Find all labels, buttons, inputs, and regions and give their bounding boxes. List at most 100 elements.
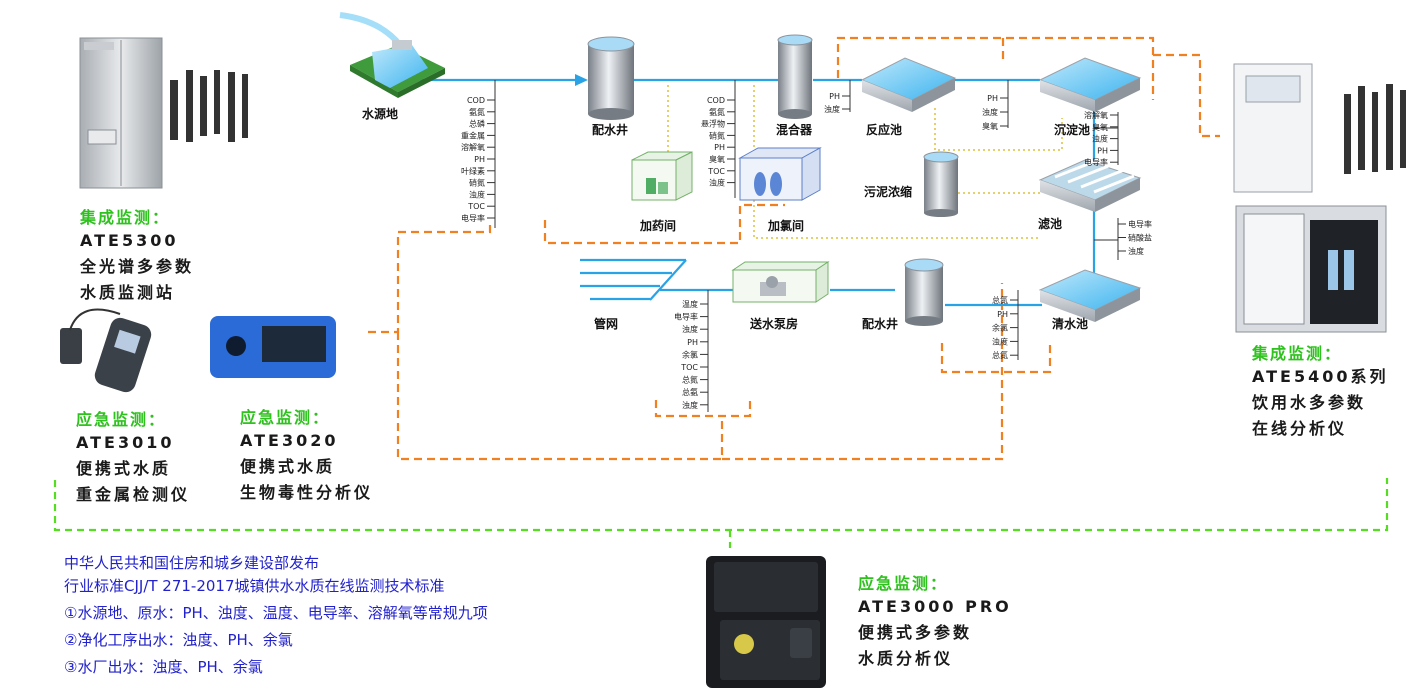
ate3020-model: ATE3020 (240, 431, 339, 450)
param-label-pipe-network: 浊度 (682, 400, 698, 410)
param-label-mixer: 硝氮 (709, 130, 725, 140)
param-label-pipe-network: TOC (680, 363, 698, 372)
ate3000-line-3: 水质分析仪 (858, 649, 954, 668)
param-label-source: 电导率 (461, 213, 485, 223)
ate5300-description: 集成监测： ATE5300 全光谱多参数 水质监测站 (80, 204, 194, 306)
param-label-reaction: 浊度 (824, 104, 840, 114)
ate5400-line-3: 在线分析仪 (1252, 419, 1348, 438)
label-distribution-well-2: 配水井 (862, 316, 898, 331)
param-label-sedimentation-in: 浊度 (982, 107, 998, 117)
param-label-source: 硝氮 (469, 178, 485, 188)
ate3000-description: 应急监测： ATE3000 PRO 便携式多参数 水质分析仪 (858, 570, 1012, 672)
label-distribution-well: 配水井 (592, 122, 628, 137)
ate3000-model: ATE3000 PRO (858, 597, 1012, 616)
param-label-source: 叶绿素 (461, 166, 485, 176)
standard-notes: 中华人民共和国住房和城乡建设部发布 行业标准CJJ/T 271-2017城镇供水… (64, 552, 488, 679)
label-reaction-tank: 反应池 (866, 122, 902, 137)
param-label-pipe-network: 温度 (682, 299, 698, 309)
param-label-pipe-network: 总氨 (682, 387, 698, 397)
label-filter: 滤池 (1038, 216, 1062, 231)
param-label-sedimentation-in: PH (987, 94, 998, 103)
param-label-source: 浊度 (469, 189, 485, 199)
ate5400-line-2: 饮用水多参数 (1252, 393, 1367, 412)
standard-line-1: 中华人民共和国住房和城乡建设部发布 (64, 554, 320, 572)
param-label-sedimentation-out: 溶解氧 (1084, 110, 1108, 120)
param-label-sedimentation-out: 电导率 (1084, 157, 1108, 167)
param-label-source: 溶解氧 (461, 142, 485, 152)
param-label-mixer: 浊度 (709, 178, 725, 188)
distribution-well-2-tank (904, 258, 944, 326)
param-label-source: 氨氮 (469, 107, 485, 117)
standard-line-4: ②净化工序出水：浊度、PH、余氯 (64, 631, 293, 649)
param-label-pipe-network: 电导率 (674, 312, 698, 322)
label-sedimentation: 沉淀池 (1054, 122, 1090, 137)
param-label-clear-water: 余氯 (992, 323, 1008, 333)
param-label-source: 总磷 (469, 119, 485, 129)
param-label-mixer: 悬浮物 (701, 119, 725, 129)
reaction-pool (860, 57, 957, 112)
dosing-room (631, 151, 693, 201)
blue-pipes (420, 78, 1096, 307)
param-label-pipe-network: 浊度 (682, 324, 698, 334)
param-label-reaction: PH (829, 92, 840, 101)
ate3010-description: 应急监测： ATE3010 便携式水质 重金属检测仪 (76, 406, 190, 508)
param-label-mixer: 氨氮 (709, 107, 725, 117)
param-label-source: TOC (467, 202, 485, 211)
ate3020-description: 应急监测： ATE3020 便携式水质 生物毒性分析仪 (240, 404, 373, 506)
sensor-probes-right (1344, 84, 1406, 174)
ate3000-case-image (706, 556, 826, 688)
param-label-source: 重金属 (461, 130, 485, 140)
flow-arrow-icon (575, 74, 588, 86)
label-dosing-room: 加药间 (639, 218, 676, 233)
ate5300-line-3: 水质监测站 (80, 283, 176, 302)
pump-house (731, 261, 830, 303)
water-source-illustration (339, 12, 445, 98)
label-source: 水源地 (362, 106, 398, 121)
param-label-sedimentation-out: 臭氧 (1092, 122, 1108, 132)
ate3020-analyzer-image (210, 316, 336, 378)
param-label-sedimentation-out: 浊度 (1092, 134, 1108, 144)
label-pipe-network: 管网 (594, 316, 618, 331)
param-labels: COD氨氮总磷重金属溶解氧PH叶绿素硝氮浊度TOC电导率COD氨氮悬浮物硝氮PH… (461, 92, 1152, 410)
param-label-mixer: COD (707, 96, 725, 105)
label-clear-water-tank: 清水池 (1052, 316, 1088, 331)
param-label-source: PH (474, 155, 485, 164)
param-label-filter: 浊度 (1128, 246, 1144, 256)
ate3000-line-2: 便携式多参数 (858, 623, 973, 642)
ate3000-title: 应急监测： (858, 574, 949, 593)
ate3020-line-2: 便携式水质 (240, 457, 336, 476)
param-label-sedimentation-in: 臭氧 (982, 121, 998, 131)
param-label-sedimentation-out: PH (1097, 146, 1108, 155)
param-label-pipe-network: PH (687, 338, 698, 347)
ate3010-title: 应急监测： (76, 410, 167, 429)
standard-line-5: ③水厂出水：浊度、PH、余氯 (64, 658, 263, 676)
param-label-filter: 硝酸盐 (1128, 233, 1152, 243)
ate5300-cabinet-image (79, 37, 163, 189)
label-chlorine-room: 加氯间 (767, 218, 804, 233)
ate3010-line-3: 重金属检测仪 (76, 485, 191, 504)
mixer-tank (777, 34, 813, 119)
ate5300-title: 集成监测： (80, 208, 171, 227)
ate3010-model: ATE3010 (76, 433, 175, 452)
label-pump-house: 送水泵房 (749, 316, 798, 331)
label-mixer: 混合器 (776, 122, 813, 137)
param-label-clear-water: 总氮 (992, 350, 1008, 360)
standard-line-3: ①水源地、原水：PH、浊度、温度、电导率、溶解氧等常规九项 (64, 604, 488, 622)
ate3010-line-2: 便携式水质 (76, 459, 172, 478)
chlorine-room (738, 147, 822, 201)
green-dashed-link (53, 478, 1389, 548)
ate5400-model: ATE5400系列 (1252, 367, 1389, 386)
ate5400-analyzer-image (1233, 63, 1313, 193)
ate5300-model: ATE5300 (80, 231, 179, 250)
sensor-probes-left (170, 70, 248, 142)
orange-dashed-links (368, 36, 1220, 461)
ate5300-line-2: 全光谱多参数 (80, 257, 195, 276)
param-label-mixer: TOC (707, 167, 725, 176)
param-label-pipe-network: 总氮 (682, 375, 698, 385)
param-label-mixer: PH (714, 143, 725, 152)
sedimentation-pool (1038, 57, 1142, 112)
ate5400-title: 集成监测： (1252, 344, 1343, 363)
param-label-filter: 电导率 (1128, 219, 1152, 229)
label-sludge: 污泥浓缩 (864, 184, 912, 199)
